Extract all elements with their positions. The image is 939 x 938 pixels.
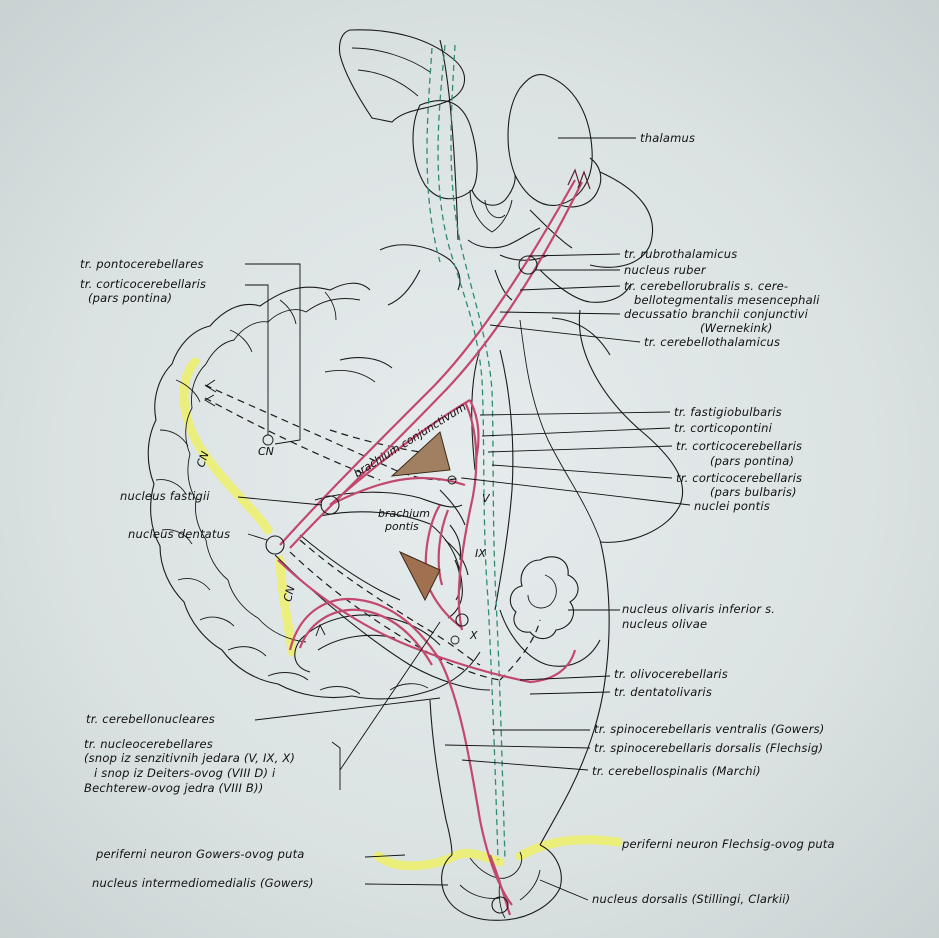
nucleus-dentatus-marker [265, 535, 285, 555]
label-cerebellospinalis: tr. cerebellospinalis (Marchi) [592, 764, 761, 778]
label-tr-fastigiobulbaris: tr. fastigiobulbaris [674, 405, 782, 419]
label-nucleocerebellares-2: (snop iz senzitivnih jedara (V, IX, X) [84, 751, 296, 765]
label-corticocerebellaris-pontina-2: (pars pontina) [710, 454, 795, 468]
label-brachium-pontis-1: brachium [378, 507, 431, 520]
label-nucleus-intermediomedialis: nucleus intermediomedialis (Gowers) [92, 876, 314, 890]
label-tr-olivocerebellaris: tr. olivocerebellaris [614, 667, 728, 681]
label-roman-x: X [470, 629, 478, 642]
label-periferni-gowers: periferni neuron Gowers-ovog puta [96, 847, 305, 861]
label-periferni-flechsig: periferni neuron Flechsig-ovog puta [622, 837, 835, 851]
label-corticocerebellaris-bulbaris-2: (pars bulbaris) [710, 485, 797, 499]
pontine-nuclei [390, 431, 451, 602]
label-nucleocerebellares-4: Bechterew-ovog jedra (VIII B)) [84, 781, 264, 795]
label-tr-cerebellothalamicus: tr. cerebellothalamicus [644, 335, 781, 349]
label-nucleus-dorsalis: nucleus dorsalis (Stillingi, Clarkii) [592, 892, 791, 906]
label-olivaris-1: nucleus olivaris inferior s. [622, 602, 776, 616]
label-cerebellorubralis-2: bellotegmentalis mesencephali [634, 293, 820, 307]
arrowheads [204, 168, 591, 637]
label-decussatio-1: decussatio branchii conjunctivi [624, 307, 809, 321]
label-spino-dorsalis: tr. spinocerebellaris dorsalis (Flechsig… [594, 741, 824, 755]
label-nucleocerebellares-1: tr. nucleocerebellares [84, 737, 213, 751]
nuclei-markers [262, 255, 538, 914]
cerebellum-outline [147, 282, 481, 700]
label-decussatio-2: (Wernekink) [700, 321, 773, 335]
efferent-tracts [277, 179, 583, 916]
label-olivaris-2: nucleus olivae [622, 617, 708, 631]
label-roman-ix: IX [475, 547, 486, 560]
label-brachium-pontis-2: pontis [385, 520, 419, 533]
afferent-tracts [426, 44, 506, 861]
inferior-olive [509, 556, 579, 640]
label-cerebellorubralis-1: tr. cerebellorubralis s. cere- [624, 279, 789, 293]
label-tr-rubrothalamicus: tr. rubrothalamicus [624, 247, 738, 261]
label-nucleus-fastigii: nucleus fastigii [120, 489, 210, 503]
label-cn-2: CN [258, 445, 274, 458]
label-corticocerebellaris-pontina-1: tr. corticocerebellaris [676, 439, 803, 453]
label-corticocerebellaris-bulbaris-1: tr. corticocerebellaris [676, 471, 803, 485]
label-tr-cerebellonucleares: tr. cerebellonucleares [86, 712, 215, 726]
label-nucleus-ruber: nucleus ruber [624, 263, 706, 277]
label-corticocerebellaris-left-2: (pars pontina) [88, 291, 173, 305]
label-tr-corticopontini: tr. corticopontini [674, 421, 773, 435]
label-nuclei-pontis: nuclei pontis [694, 499, 770, 513]
label-tr-dentatolivaris: tr. dentatolivaris [614, 685, 713, 699]
leader-lines [237, 137, 691, 901]
label-tr-pontocerebellares: tr. pontocerebellares [80, 257, 204, 271]
spinal-cord-outline [429, 539, 610, 921]
label-nucleus-dentatus: nucleus dentatus [128, 527, 231, 541]
label-corticocerebellaris-left-1: tr. corticocerebellaris [80, 277, 207, 291]
label-nucleocerebellares-3: i snop iz Deiters-ovog (VIII D) i [94, 766, 276, 780]
label-spino-ventralis: tr. spinocerebellaris ventralis (Gowers) [594, 722, 825, 736]
peduncle-outline [274, 489, 491, 691]
label-thalamus: thalamus [640, 131, 696, 145]
label-roman-v: V [482, 492, 490, 505]
